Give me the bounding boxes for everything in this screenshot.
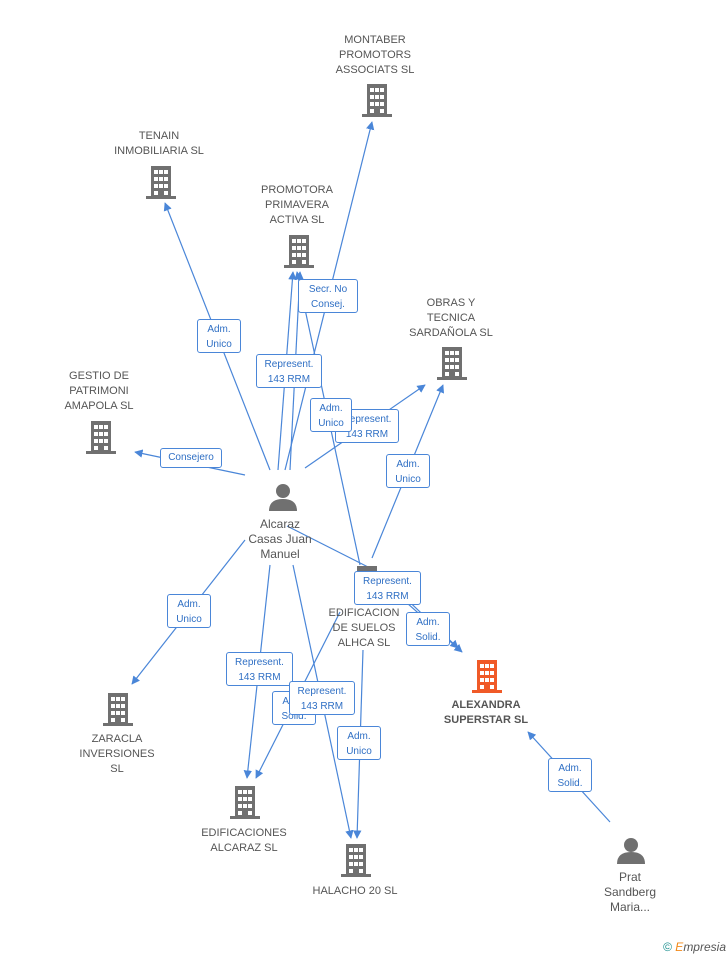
badge-adm-solid-alexandra: Adm. Solid. [406, 612, 450, 646]
company-label-halacho[interactable]: HALACHO 20 SL [312, 885, 398, 897]
badge-adm-unico-promotora: Adm. Unico [310, 398, 352, 432]
company-label-montaber[interactable]: MONTABER PROMOTORS ASSOCIATS SL [335, 34, 415, 76]
person-label-prat[interactable]: Prat Sandberg Maria... [603, 870, 657, 914]
badge-adm-unico-halacho: Adm. Unico [337, 726, 381, 760]
company-label-promotora[interactable]: PROMOTORA PRIMAVERA ACTIVA SL [261, 184, 333, 226]
building-icon-zaracla [103, 693, 133, 726]
company-label-alexandra[interactable]: ALEXANDRA SUPERSTAR SL [443, 699, 529, 726]
badge-adm-unico-zaracla: Adm. Unico [167, 594, 211, 628]
company-label-edificacion-suelos[interactable]: EDIFICACION DE SUELOS ALHCA SL [328, 607, 400, 649]
edge-alcaraz-edificacion [286, 525, 371, 569]
building-icon-alexandra [472, 660, 502, 693]
company-label-edificaciones-alcaraz[interactable]: EDIFICACIONES ALCARAZ SL [201, 827, 287, 854]
company-label-tenain[interactable]: TENAIN INMOBILIARIA SL [114, 130, 204, 157]
badge-represent-alexandra: Represent. 143 RRM [354, 571, 421, 605]
badge-adm-solid-prat: Adm. Solid. [548, 758, 592, 792]
badge-represent-promotora: Represent. 143 RRM [256, 354, 322, 388]
company-label-gestio[interactable]: GESTIO DE PATRIMONI AMAPOLA SL [64, 370, 134, 412]
badge-represent-halacho: Represent. 143 RRM [289, 681, 355, 715]
company-label-obras[interactable]: OBRAS Y TECNICA SARDAÑOLA SL [409, 297, 493, 339]
building-icon-promotora [284, 235, 314, 268]
person-icon-prat [617, 838, 645, 864]
building-icon-edificacion-suelos [357, 566, 377, 574]
badge-adm-unico-tenain: Adm. Unico [197, 319, 241, 353]
copyright-icon: © [663, 940, 672, 954]
badge-represent-edificaciones: Represent. 143 RRM [226, 652, 293, 686]
badge-consejero: Consejero [160, 448, 222, 468]
building-icon-obras [437, 347, 467, 380]
company-label-zaracla[interactable]: ZARACLA INVERSIONES SL [79, 733, 155, 775]
building-icon-tenain [146, 166, 176, 199]
person-label-alcaraz[interactable]: Alcaraz Casas Juan Manuel [248, 517, 312, 561]
brand-logo: Empresia [675, 940, 726, 954]
badge-secr-no-consej: Secr. No Consej. [298, 279, 358, 313]
badge-adm-unico-obras: Adm. Unico [386, 454, 430, 488]
building-icon-edificaciones-alcaraz [230, 786, 260, 819]
building-icon-halacho [341, 844, 371, 877]
building-icon-montaber [362, 84, 392, 117]
footer-credit: © Empresia [663, 940, 726, 954]
person-icon-alcaraz [269, 484, 297, 511]
building-icon-gestio [86, 421, 116, 454]
